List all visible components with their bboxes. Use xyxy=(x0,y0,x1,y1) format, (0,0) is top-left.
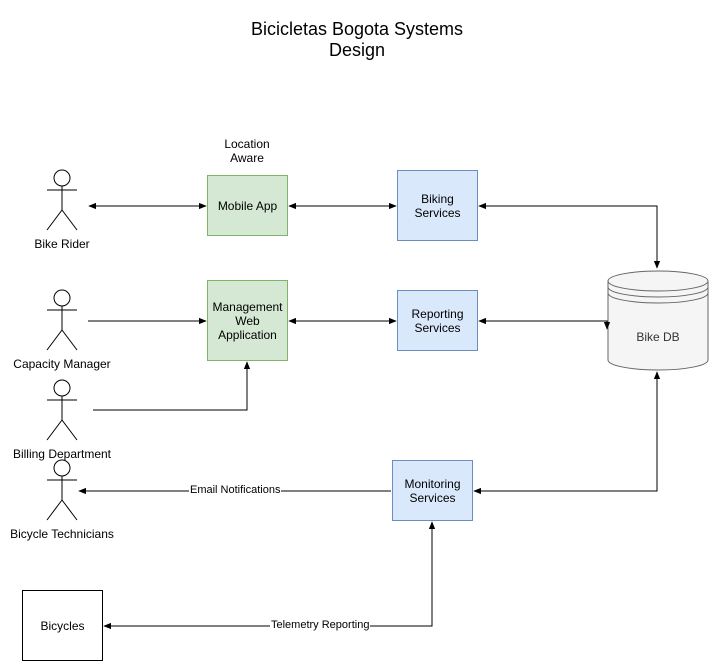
edge-monitoring-db xyxy=(473,371,661,495)
location-aware-line-2: Aware xyxy=(230,151,264,165)
edge-bicycles-monitoring xyxy=(103,521,436,630)
location-aware-note: Location Aware xyxy=(207,137,287,165)
edge-billing-web xyxy=(93,361,251,411)
management-web-app-node[interactable]: Management Web Application xyxy=(207,280,288,361)
bike-db-cylinder xyxy=(607,270,709,371)
actor-label-bike-rider: Bike Rider xyxy=(34,237,90,251)
biking-services-label-1: Biking xyxy=(421,191,454,206)
actor-billing-department-figure xyxy=(46,379,78,441)
diagram-title-line-1: Bicicletas Bogota Systems xyxy=(250,19,464,39)
diagram-title-line-2: Design xyxy=(328,40,386,60)
edge-reporting-db xyxy=(478,317,611,330)
management-web-label-1: Management xyxy=(212,299,283,314)
monitoring-services-label-2: Services xyxy=(409,490,456,505)
management-web-label-2: Web xyxy=(235,313,260,328)
bike-db-label: Bike DB xyxy=(636,330,680,344)
location-aware-line-1: Location xyxy=(224,137,270,151)
actor-label-bicycle-technicians: Bicycle Technicians xyxy=(10,527,114,541)
reporting-services-label-2: Services xyxy=(414,320,461,335)
bicycles-label: Bicycles xyxy=(40,618,85,633)
edge-biking-db xyxy=(478,202,661,269)
management-web-label-3: Application xyxy=(218,327,277,342)
telemetry-reporting-label: Telemetry Reporting xyxy=(270,619,371,632)
diagram-title: Bicicletas Bogota Systems Design xyxy=(207,19,507,61)
biking-services-node[interactable]: Biking Services xyxy=(397,170,478,241)
mobile-app-label: Mobile App xyxy=(217,198,278,213)
monitoring-services-node[interactable]: Monitoring Services xyxy=(392,460,473,521)
email-notifications-label: Email Notifications xyxy=(189,484,282,497)
reporting-services-label-1: Reporting xyxy=(411,306,464,321)
monitoring-services-label-1: Monitoring xyxy=(404,476,461,491)
actor-label-billing-department: Billing Department xyxy=(12,447,112,461)
bicycles-node[interactable]: Bicycles xyxy=(22,590,103,661)
actor-label-capacity-manager: Capacity Manager xyxy=(13,357,111,371)
actor-bike-rider-figure xyxy=(46,169,78,231)
reporting-services-node[interactable]: Reporting Services xyxy=(397,290,478,351)
mobile-app-node[interactable]: Mobile App xyxy=(207,175,288,236)
actor-bicycle-technicians-figure xyxy=(46,459,78,521)
actor-capacity-manager-figure xyxy=(46,289,78,351)
biking-services-label-2: Services xyxy=(414,205,461,220)
